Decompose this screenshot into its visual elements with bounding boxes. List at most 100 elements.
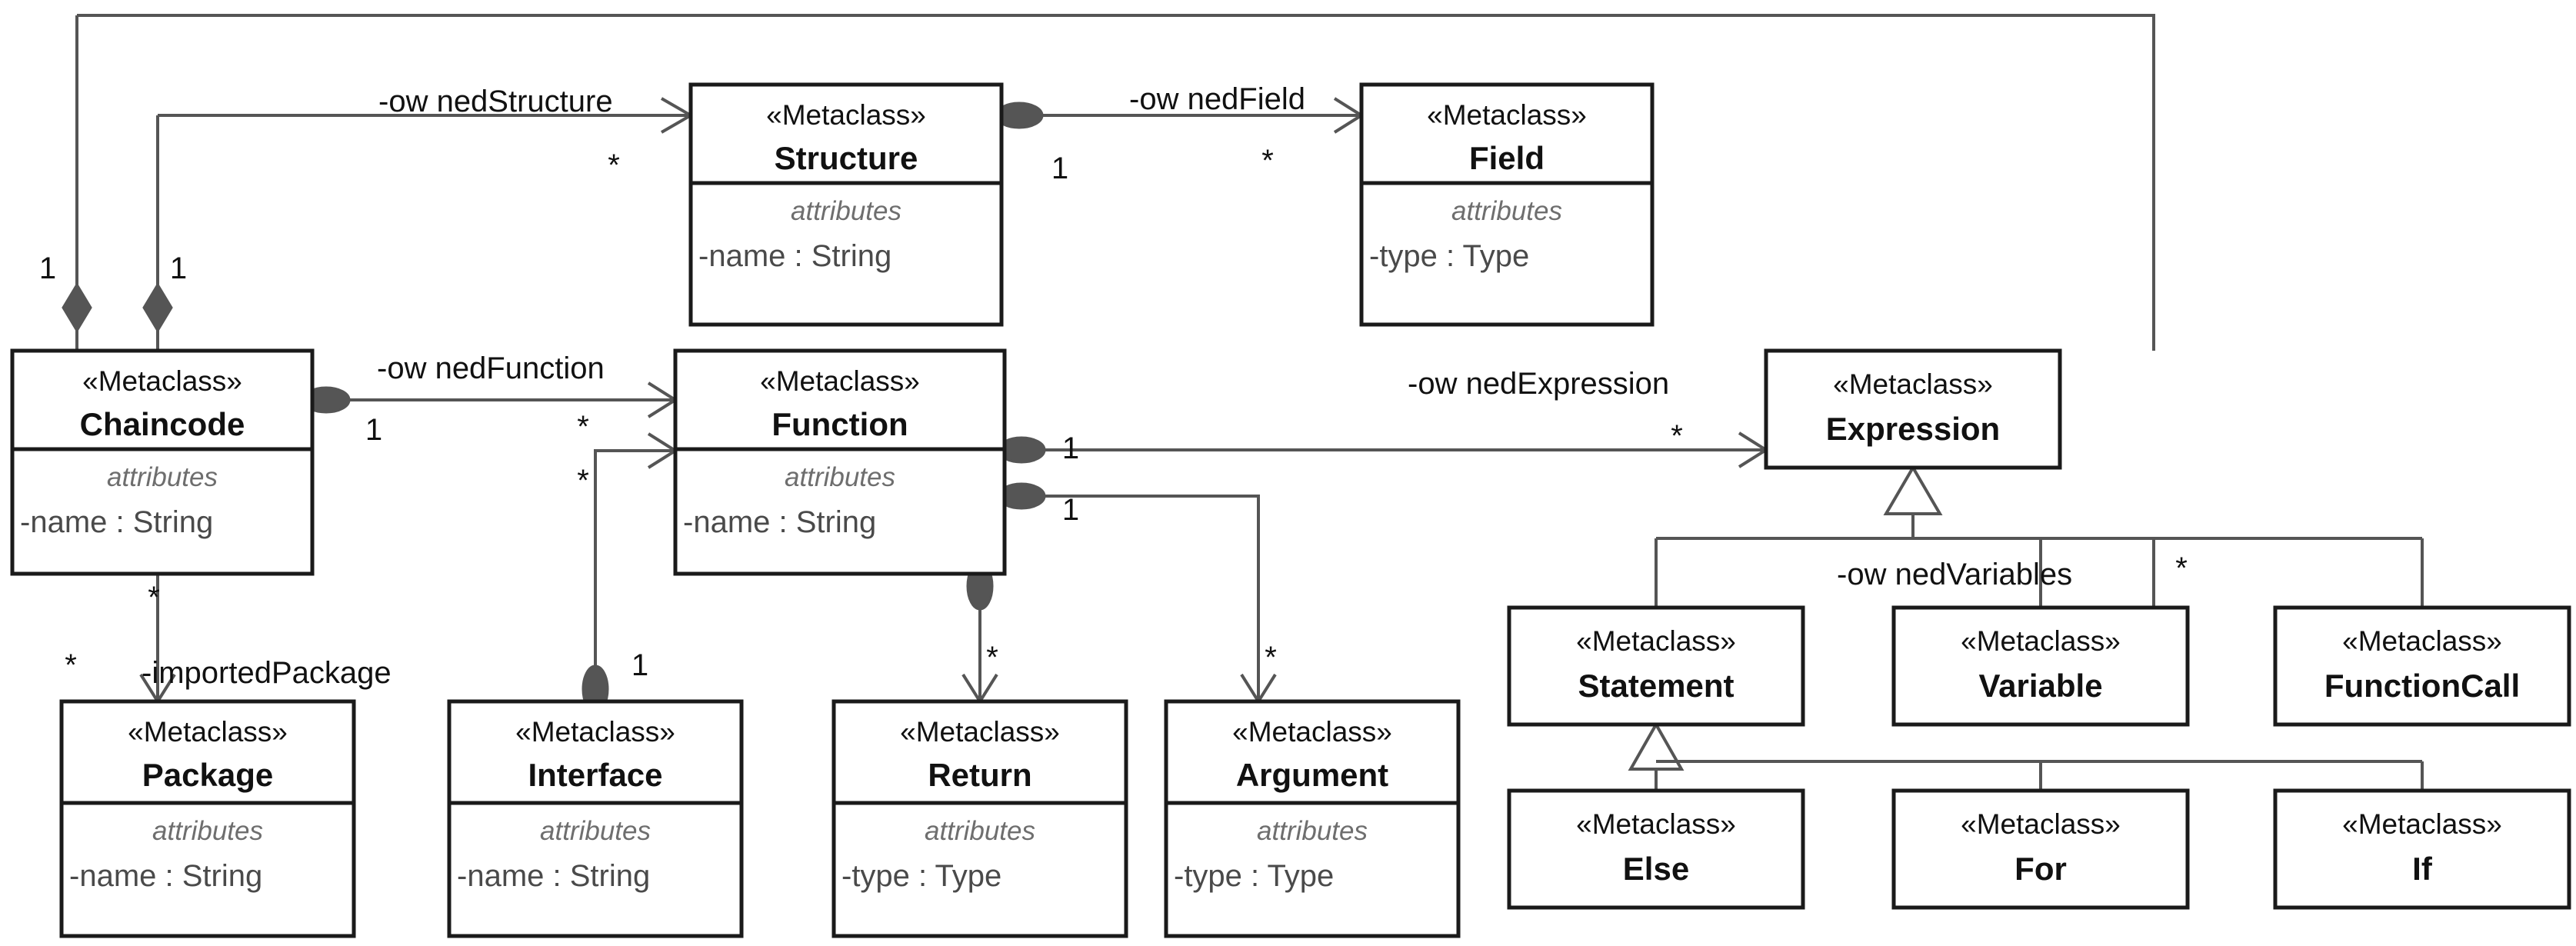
association-label-owned-field: -ow nedField xyxy=(1129,82,1305,116)
class-box-group: «Metaclass» Structure attributes -name : St… xyxy=(10,82,2571,938)
class-attribute: -type : Type xyxy=(841,859,1001,893)
class-box-outline xyxy=(1507,605,1805,727)
class-name: Interface xyxy=(528,757,662,793)
attributes-header: attributes xyxy=(152,816,263,846)
multiplicity-m-chaincode-top-left: 1 xyxy=(39,251,56,285)
edge-chaincode-structure-outer xyxy=(62,14,2155,351)
class-box-statement[interactable]: «Metaclass»Statement xyxy=(1507,605,1805,727)
class-name: Return xyxy=(928,757,1031,793)
class-stereotype: «Metaclass» xyxy=(1232,716,1392,748)
class-stereotype: «Metaclass» xyxy=(1961,808,2121,840)
multiplicity-m-interface-one: 1 xyxy=(632,648,648,682)
edge-interface-function xyxy=(582,432,678,714)
class-box-outline xyxy=(1891,788,2190,910)
class-box-outline xyxy=(1507,788,1805,910)
attributes-header: attributes xyxy=(540,816,651,846)
multiplicity-m-expression-one: 1 xyxy=(1062,431,1079,465)
edge-function-argument xyxy=(997,482,1277,705)
association-label-owned-expression: -ow nedExpression xyxy=(1408,367,1669,401)
multiplicity-m-return-one: 1 xyxy=(1062,493,1079,527)
class-stereotype: «Metaclass» xyxy=(1833,368,1993,400)
class-box-else[interactable]: «Metaclass» Else xyxy=(1507,788,1805,910)
class-box-return[interactable]: «Metaclass» Return attributes -type : Type xyxy=(831,699,1128,938)
class-box-if[interactable]: «Metaclass»If xyxy=(2273,788,2571,910)
association-label-owned-function: -ow nedFunction xyxy=(377,351,605,385)
class-stereotype: «Metaclass» xyxy=(1961,625,2121,657)
class-name: Else xyxy=(1623,851,1689,887)
class-stereotype: «Metaclass» xyxy=(1427,99,1587,131)
class-box-outline xyxy=(831,699,1128,938)
attributes-header: attributes xyxy=(925,816,1035,846)
multiplicity-m-field-star: * xyxy=(1261,144,1274,178)
class-name: Chaincode xyxy=(80,406,245,442)
class-name: For xyxy=(2014,851,2067,887)
multiplicity-m-expression-star: * xyxy=(1671,419,1683,453)
class-attribute: -type : Type xyxy=(1174,859,1334,893)
class-name: Package xyxy=(142,757,273,793)
class-name: Field xyxy=(1469,140,1545,176)
class-name: FunctionCall xyxy=(2324,668,2520,704)
edge-owned-structure xyxy=(142,97,694,351)
class-stereotype: «Metaclass» xyxy=(760,365,920,397)
class-box-outline xyxy=(59,699,356,938)
class-attribute: -type : Type xyxy=(1369,239,1529,273)
class-box-expression[interactable]: «Metaclass» Expression xyxy=(1764,348,2062,470)
class-box-structure[interactable]: «Metaclass» Structure attributes -name : St… xyxy=(688,82,1004,327)
multiplicity-m-package-star-left: * xyxy=(65,648,77,682)
class-attribute: -name : String xyxy=(683,505,876,539)
class-stereotype: «Metaclass» xyxy=(1576,808,1736,840)
multiplicity-m-chaincode-top-right: 1 xyxy=(170,251,187,285)
class-name: Structure xyxy=(775,140,918,176)
class-box-outline xyxy=(688,82,1004,327)
class-stereotype: «Metaclass» xyxy=(515,716,675,748)
class-box-outline xyxy=(447,699,744,938)
class-stereotype: «Metaclass» xyxy=(766,99,926,131)
class-box-field[interactable]: «Metaclass» Field attributes -type : Type xyxy=(1359,82,1655,327)
class-name: Expression xyxy=(1826,411,2000,447)
attributes-header: attributes xyxy=(107,462,218,492)
class-attribute: -name : String xyxy=(20,505,213,539)
class-attribute: -name : String xyxy=(69,859,262,893)
association-label-imported-package: -importedPackage xyxy=(142,656,392,690)
class-box-outline xyxy=(1764,348,2062,470)
multiplicity-m-structure-star: * xyxy=(608,148,620,182)
class-stereotype: «Metaclass» xyxy=(2342,625,2502,657)
class-box-chaincode[interactable]: «Metaclass» Chaincode attributes -name : St… xyxy=(10,348,315,576)
attributes-header: attributes xyxy=(785,462,895,492)
multiplicity-m-variables-star: * xyxy=(2175,551,2188,585)
multiplicity-m-function-star: * xyxy=(577,410,589,444)
association-label-owned-structure: -ow nedStructure xyxy=(378,85,613,118)
attributes-header: attributes xyxy=(1257,816,1368,846)
class-box-outline xyxy=(2273,788,2571,910)
class-stereotype: «Metaclass» xyxy=(82,365,242,397)
class-attribute: -name : String xyxy=(698,239,891,273)
edge-owned-expression xyxy=(997,431,1769,468)
class-stereotype: «Metaclass» xyxy=(2342,808,2502,840)
multiplicity-m-interface-star: * xyxy=(577,464,589,498)
class-stereotype: «Metaclass» xyxy=(900,716,1060,748)
class-name: Variable xyxy=(1978,668,2102,704)
association-label-owned-variables: -ow nedVariables xyxy=(1837,558,2072,591)
class-box-functioncall[interactable]: «Metaclass» FunctionCall xyxy=(2273,605,2571,727)
class-box-outline xyxy=(1164,699,1461,938)
edge-owned-function xyxy=(302,381,678,418)
class-stereotype: «Metaclass» xyxy=(1576,625,1736,657)
association-role-label-group: -ow nedStructure -ow nedField -ow nedFunct… xyxy=(142,82,2072,690)
multiplicity-m-return-star: * xyxy=(986,641,998,675)
class-box-outline xyxy=(2273,605,2571,727)
multiplicity-m-package-star-top: * xyxy=(148,581,160,615)
class-box-for[interactable]: «Metaclass» For xyxy=(1891,788,2190,910)
multiplicity-m-function-one: 1 xyxy=(365,413,382,447)
class-box-outline xyxy=(10,348,315,576)
class-box-variable[interactable]: «Metaclass» Variable xyxy=(1891,605,2190,727)
attributes-header: attributes xyxy=(1451,196,1562,226)
attributes-header: attributes xyxy=(791,196,901,226)
generalization-expression xyxy=(1655,465,2424,608)
multiplicity-m-argument-star: * xyxy=(1265,641,1277,675)
